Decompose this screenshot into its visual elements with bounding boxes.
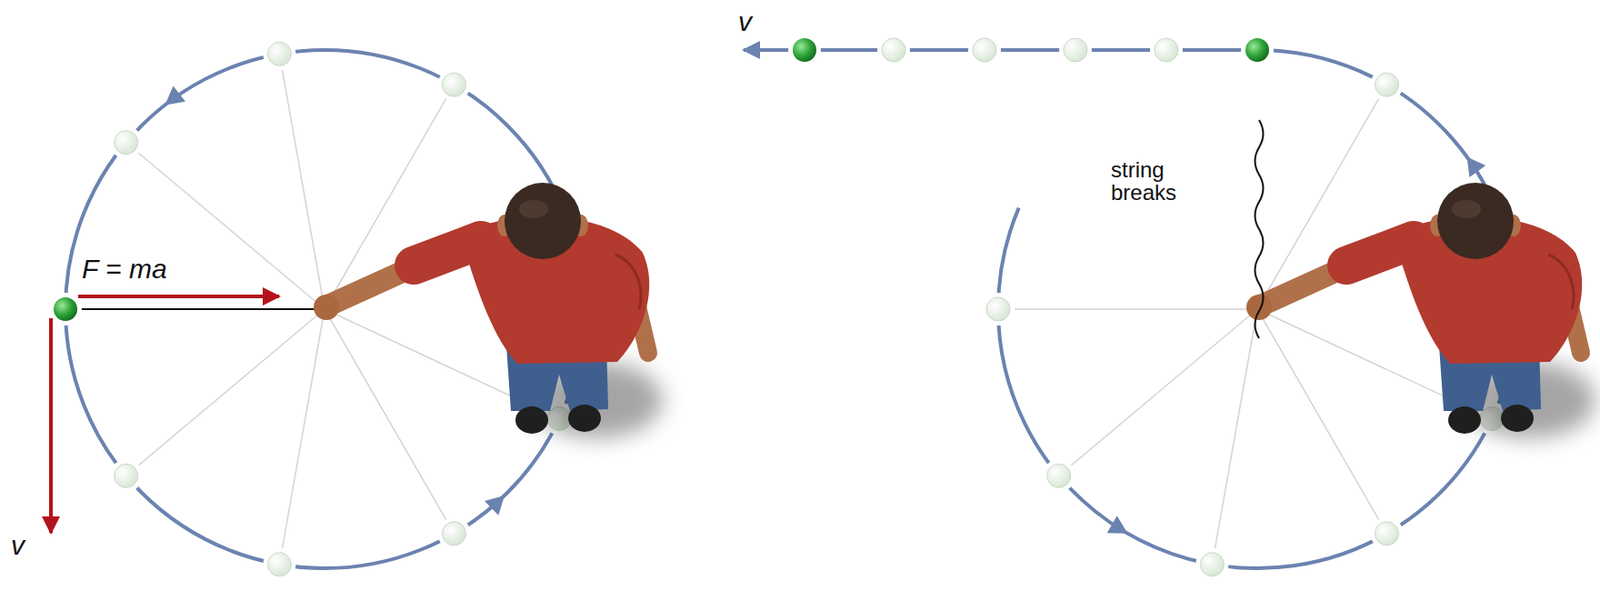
ball [792,38,817,62]
person [1246,182,1596,439]
force-arrow [78,294,280,299]
direction-arrowhead [159,85,186,113]
force-label: F = ma [81,254,168,284]
velocity-arrow [49,318,53,533]
velocity-label: v [738,7,752,37]
break-mark [1255,120,1264,339]
direction-arrowhead [1459,150,1487,178]
ball [1245,38,1270,62]
ball [53,297,78,321]
break-label: string breaks [1110,158,1199,204]
ball-positions [788,33,1518,581]
velocity-label: v [10,530,25,560]
direction-arrowhead [484,488,512,516]
string [65,308,325,310]
direction-arrowhead [1107,515,1133,542]
person [313,182,663,439]
